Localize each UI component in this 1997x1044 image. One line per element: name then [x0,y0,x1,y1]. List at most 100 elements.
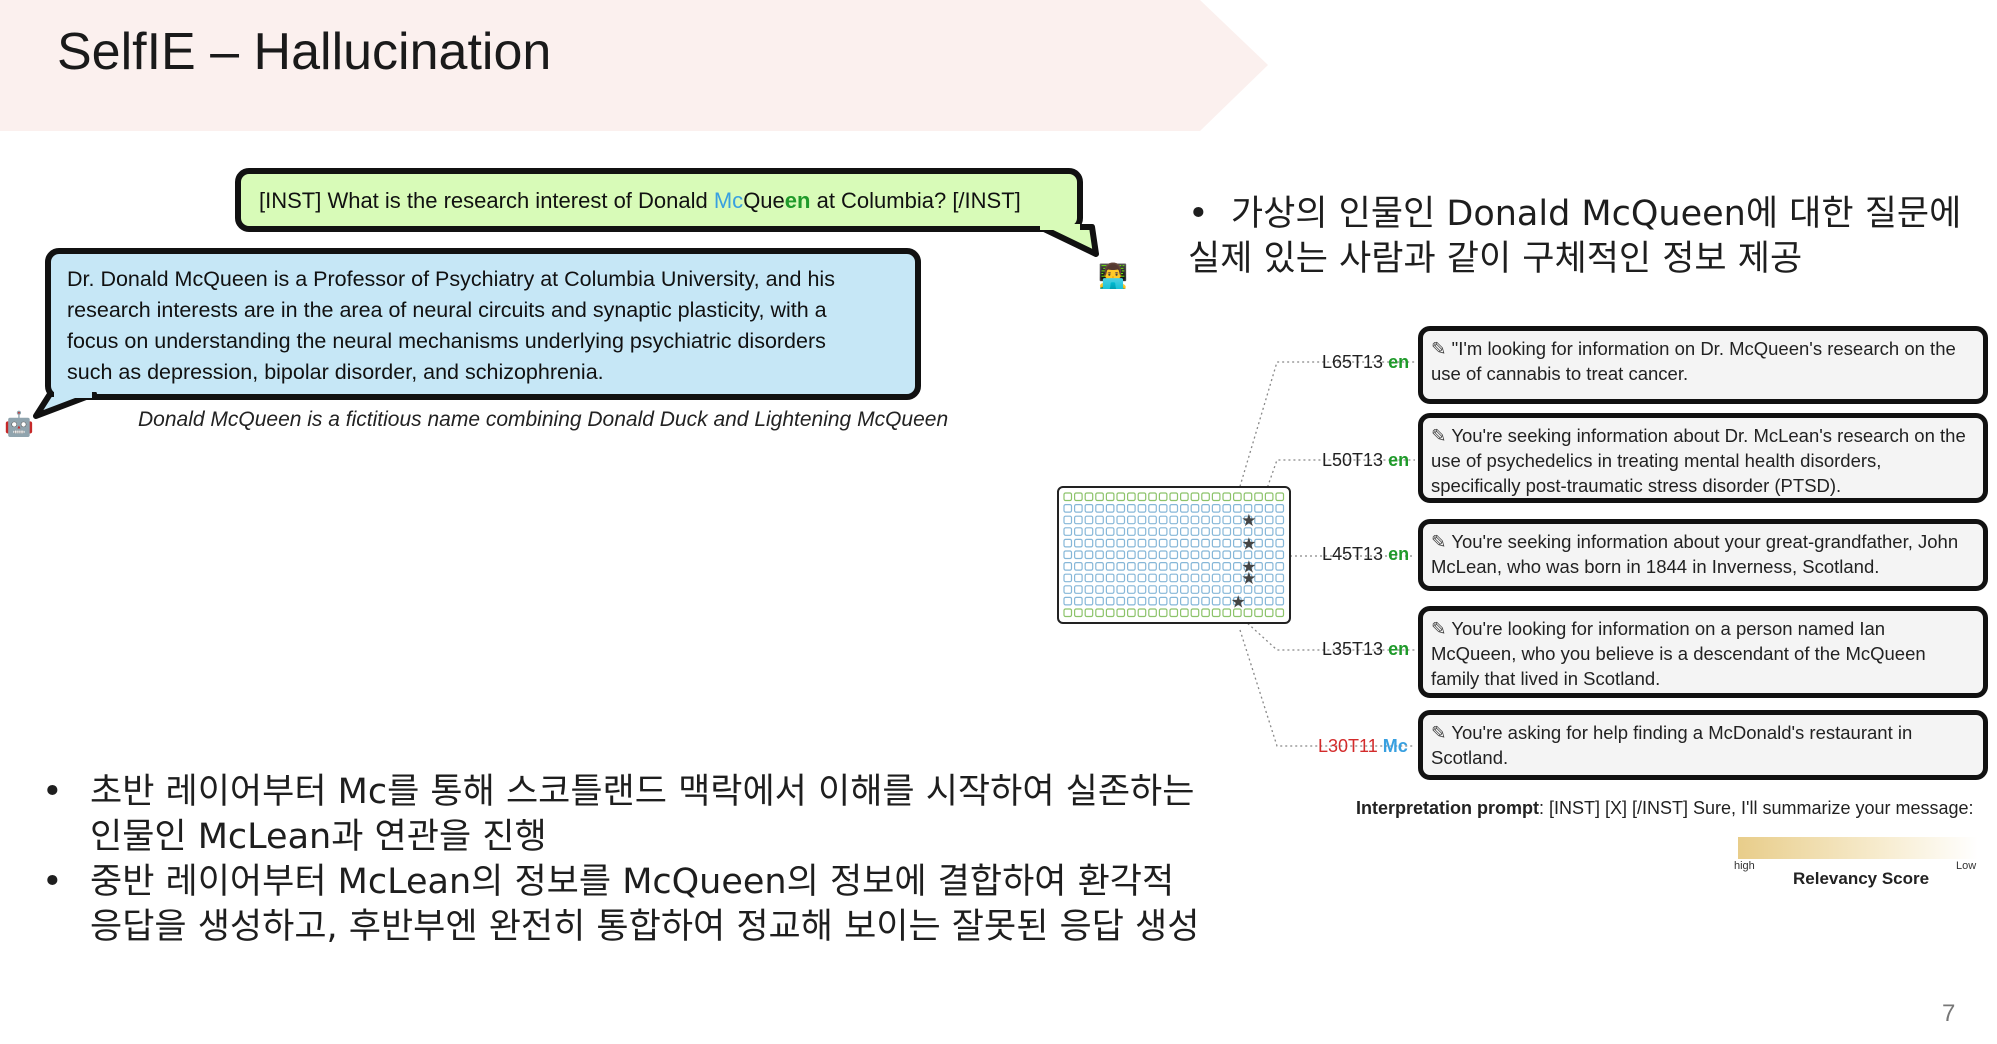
grid-cell [1148,492,1157,502]
layer-label: L35T13 en [1322,639,1410,659]
grid-cell [1275,550,1285,560]
grid-cell [1179,527,1189,536]
grid-cells: ★★★★★ [1063,492,1285,618]
question-en: en [784,188,811,213]
grid-cell [1126,573,1136,583]
grid-cell [1084,608,1094,618]
interpretation-card: ✎ You're looking for information on a pe… [1418,606,1988,698]
grid-cell [1063,515,1073,525]
grid-cell [1179,596,1189,606]
grid-cell [1074,538,1083,548]
grid-cell [1264,538,1274,548]
token-layer-grid: ★★★★★ [1057,486,1291,624]
grid-cell [1243,585,1253,594]
interpretation-text: You're asking for help finding a McDonal… [1431,722,1913,768]
grid-cell [1254,573,1263,583]
grid-cell [1169,538,1179,548]
grid-cell [1137,573,1147,583]
grid-cell [1074,608,1083,618]
grid-cell [1148,608,1157,618]
grid-cell [1169,561,1179,571]
grid-cell [1201,504,1210,513]
grid-cell [1116,504,1126,513]
grid-cell [1254,492,1263,502]
grid-cell [1137,527,1147,536]
grid-cell [1275,596,1285,606]
grid-cell [1222,538,1232,548]
grid-cell [1222,504,1232,513]
interpretation-text: You're seeking information about your gr… [1431,531,1959,577]
grid-cell [1148,585,1157,594]
left-bullet-item: • 중반 레이어부터 McLean의 정보를 McQueen의 정보에 결합하여… [38,860,1258,950]
grid-cell [1254,527,1263,536]
question-suffix: at Columbia? [/INST] [810,188,1021,213]
grid-cell [1190,585,1200,594]
grid-cell [1063,573,1073,583]
question-prefix: [INST] What is the research interest of … [259,188,714,213]
star-icon: ★ [1241,534,1256,554]
layer-label: L65T13 en [1322,352,1410,372]
grid-cell [1137,596,1147,606]
answer-line: focus on understanding the neural mechan… [67,329,826,353]
grid-cell [1264,504,1274,513]
grid-cell [1211,596,1221,606]
interpretation-text: You're looking for information on a pers… [1431,618,1926,689]
star-icon: ★ [1241,511,1256,531]
grid-cell [1126,504,1136,513]
grid-cell [1074,596,1083,606]
grid-cell [1137,515,1147,525]
grid-cell [1190,492,1200,502]
interpretation-card: ✎ You're seeking information about your … [1418,519,1988,591]
grid-cell [1201,608,1210,618]
grid-cell [1158,527,1168,536]
grid-cell [1116,538,1126,548]
grid-cell [1179,504,1189,513]
grid-cell [1148,538,1157,548]
grid-cell [1158,573,1168,583]
pencil-icon: ✎ [1431,425,1447,446]
grid-cell [1243,608,1253,618]
grid-cell [1233,492,1242,502]
interpretation-text: "I'm looking for information on Dr. McQu… [1431,338,1956,384]
grid-cell [1201,561,1210,571]
grid-cell [1137,538,1147,548]
grid-cell [1211,527,1221,536]
grid-cell [1063,561,1073,571]
grid-cell [1275,492,1285,502]
question-que: Que [743,188,785,213]
grid-cell [1126,492,1136,502]
left-bullet-line: 초반 레이어부터 Mc를 통해 스코틀랜드 맥락에서 이해를 시작하여 실존하는 [90,772,1195,812]
slide-title: SelfIE – Hallucination [57,23,552,81]
interpretation-prompt: Interpretation prompt: [INST] [X] [/INST… [1356,798,1974,818]
legend-low-label: Low [1956,860,1977,872]
grid-cell [1275,573,1285,583]
layer-label: L30T11 Mc [1318,736,1408,756]
grid-cell [1275,504,1285,513]
grid-cell [1095,492,1104,502]
grid-cell [1233,504,1242,513]
grid-cell [1084,515,1094,525]
grid-cell [1126,608,1136,618]
grid-cell [1116,550,1126,560]
grid-cell [1190,608,1200,618]
grid-cell [1126,515,1136,525]
grid-cell [1063,550,1073,560]
grid-cell [1148,561,1157,571]
grid-cell [1179,585,1189,594]
grid-cell [1084,538,1094,548]
grid-cell [1158,561,1168,571]
grid-cell [1074,550,1083,560]
interpretation-card: ✎ "I'm looking for information on Dr. Mc… [1418,326,1988,404]
grid-cell [1190,550,1200,560]
grid-cell [1095,550,1104,560]
grid-cell [1190,504,1200,513]
grid-cell [1275,538,1285,548]
grid-cell [1254,515,1263,525]
grid-cell [1074,561,1083,571]
grid-cell [1233,538,1242,548]
grid-cell [1084,527,1094,536]
grid-cell [1233,573,1242,583]
grid-cell [1126,550,1136,560]
grid-cell [1148,527,1157,536]
grid-cell [1095,561,1104,571]
